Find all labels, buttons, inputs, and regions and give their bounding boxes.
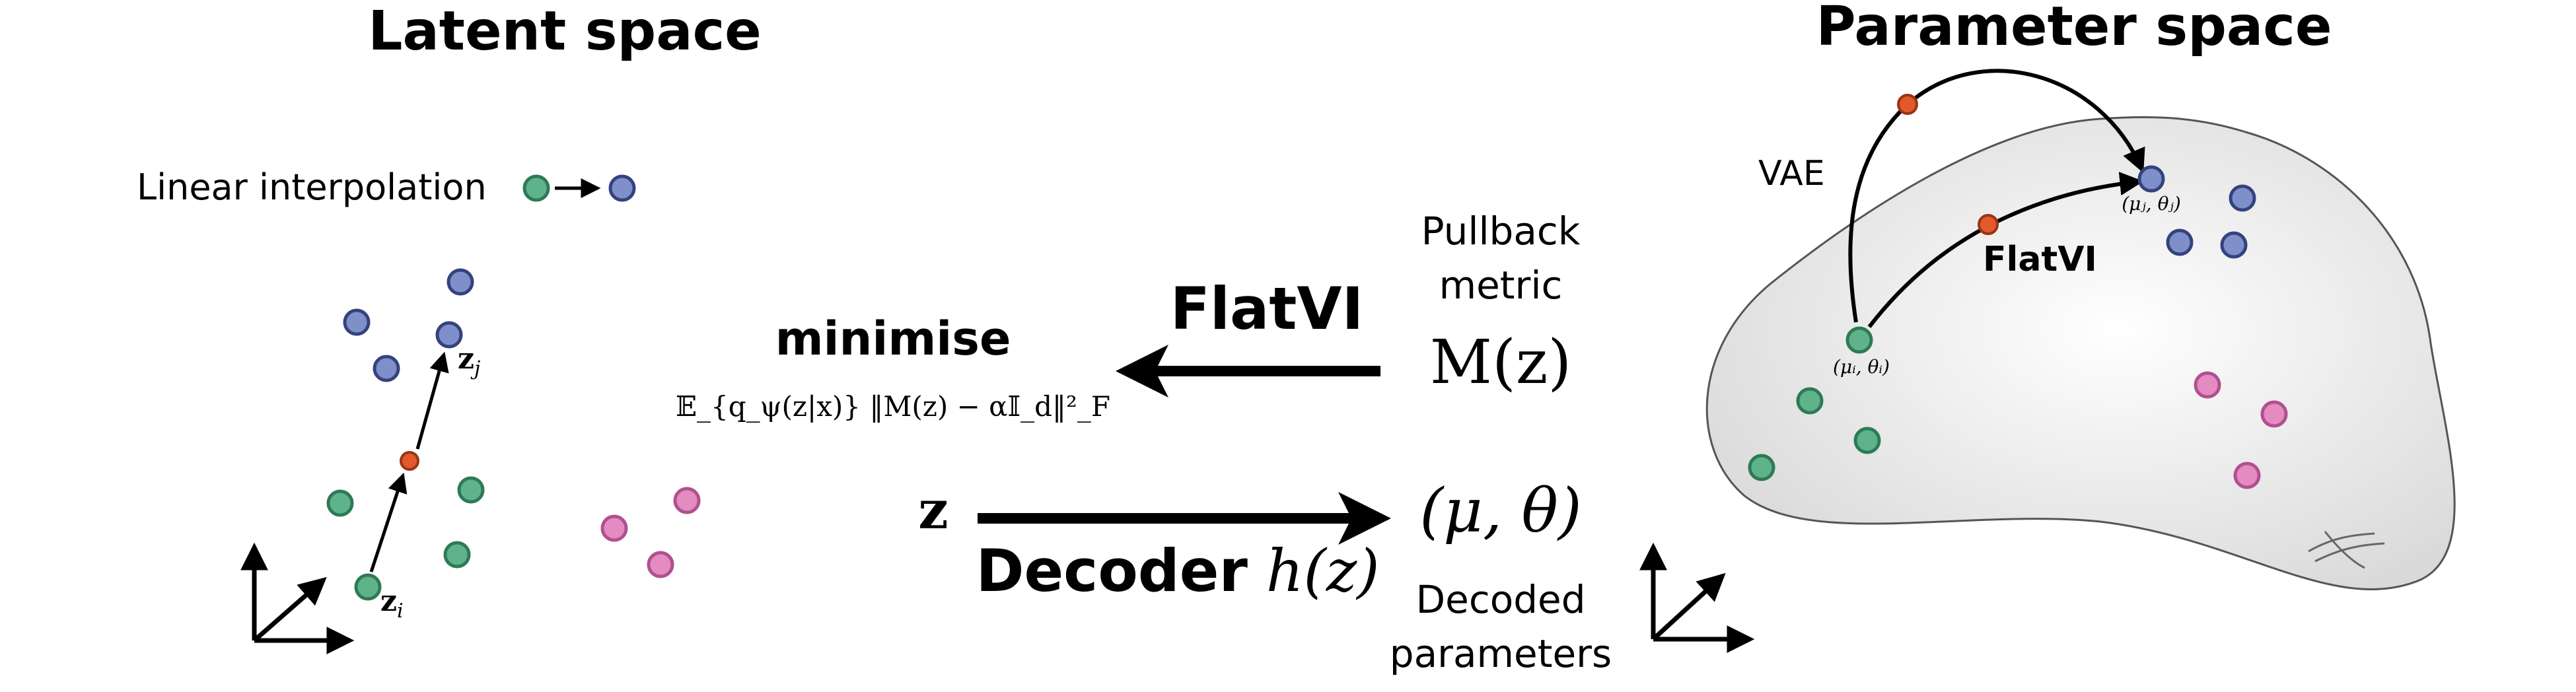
param-blue-point <box>2166 228 2194 256</box>
param-green-point <box>1748 454 1775 481</box>
flatvi-arrow-label: FlatVI <box>1170 275 1364 343</box>
param-blue-point <box>2220 231 2248 259</box>
latent-axes <box>240 542 355 654</box>
decoded-label-line1: Decoded <box>1415 577 1585 622</box>
param-blue-point <box>2229 184 2256 212</box>
param-pink-point <box>2194 371 2221 399</box>
param-green-point-i <box>1845 326 1873 354</box>
parameter-manifold <box>1705 116 2456 590</box>
latent-green-point <box>326 489 354 517</box>
latent-space-title: Latent space <box>368 0 762 63</box>
latent-blue-cluster <box>343 268 474 382</box>
interp-legend-blue-dot <box>608 174 636 202</box>
param-pink-cluster <box>2194 371 2288 489</box>
latent-blue-point <box>435 321 463 349</box>
param-green-point <box>1853 427 1881 454</box>
latent-blue-point <box>373 355 400 382</box>
latent-pink-point <box>673 487 701 514</box>
point-j-label: (μⱼ, θⱼ) <box>2122 193 2181 215</box>
param-green-cluster <box>1748 326 1881 481</box>
decoded-label-line2: parameters <box>1390 631 1612 676</box>
latent-green-point <box>443 541 471 569</box>
latent-blue-point <box>343 308 371 336</box>
latent-interp-arrow-lower <box>369 472 408 572</box>
latent-pink-point <box>600 514 628 542</box>
objective-expression: 𝔼_{q_ψ(z|x)} ‖M(z) − α𝕀_d‖²_F <box>676 390 1110 423</box>
parameter-axes <box>1639 542 1755 653</box>
zi-label: zi <box>380 584 404 623</box>
point-i-label: (μᵢ, θᵢ) <box>1833 356 1890 378</box>
parameter-expression: (μ, θ) <box>1419 475 1581 546</box>
latent-z-symbol: z <box>918 479 948 541</box>
flatvi-midpoint-orange <box>1978 214 1999 235</box>
vae-label: VAE <box>1758 154 1825 193</box>
minimise-label: minimise <box>775 312 1011 366</box>
zj-label: zj <box>458 342 480 380</box>
latent-interp-arrow-upper <box>415 351 449 450</box>
flatvi-curve-label: FlatVI <box>1983 240 2097 279</box>
metric-expression: M(z) <box>1430 327 1571 398</box>
latent-blue-point <box>447 268 474 296</box>
latent-green-point <box>457 476 485 504</box>
param-blue-point-j <box>2137 165 2165 193</box>
latent-midpoint-orange <box>400 451 419 471</box>
parameter-space-title: Parameter space <box>1816 0 2332 58</box>
latent-green-cluster <box>326 476 485 601</box>
pullback-label-line2: metric <box>1439 263 1563 308</box>
linear-interpolation-label: Linear interpolation <box>137 166 487 208</box>
pullback-label-line1: Pullback <box>1421 209 1581 254</box>
param-green-point <box>1796 387 1824 415</box>
latent-green-point <box>354 573 382 601</box>
decoder-label: Decoder h(z) <box>976 537 1379 605</box>
param-pink-point <box>2233 462 2261 489</box>
param-pink-point <box>2260 400 2288 428</box>
interp-legend-green-dot <box>522 174 550 202</box>
manifold-hatch-mark <box>2308 531 2385 569</box>
param-blue-cluster <box>2137 165 2256 259</box>
latent-pink-cluster <box>600 487 701 578</box>
vae-midpoint-orange <box>1897 94 1918 115</box>
latent-pink-point <box>647 551 674 578</box>
